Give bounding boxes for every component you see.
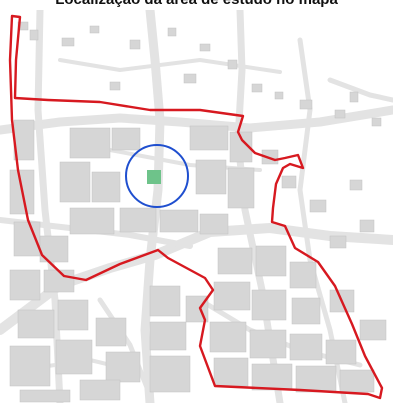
map-background xyxy=(0,10,393,403)
study-site-circle xyxy=(125,144,189,208)
map-view[interactable] xyxy=(0,10,393,403)
study-site-marker[interactable] xyxy=(125,144,189,208)
street-network xyxy=(0,10,393,403)
study-area-boundary xyxy=(8,14,384,400)
study-site-square xyxy=(147,170,161,184)
building-footprints xyxy=(9,21,387,403)
map-title-strip: Localização da área de estudo no mapa xyxy=(0,0,393,10)
map-canvas xyxy=(0,10,393,403)
map-title: Localização da área de estudo no mapa xyxy=(0,0,393,9)
